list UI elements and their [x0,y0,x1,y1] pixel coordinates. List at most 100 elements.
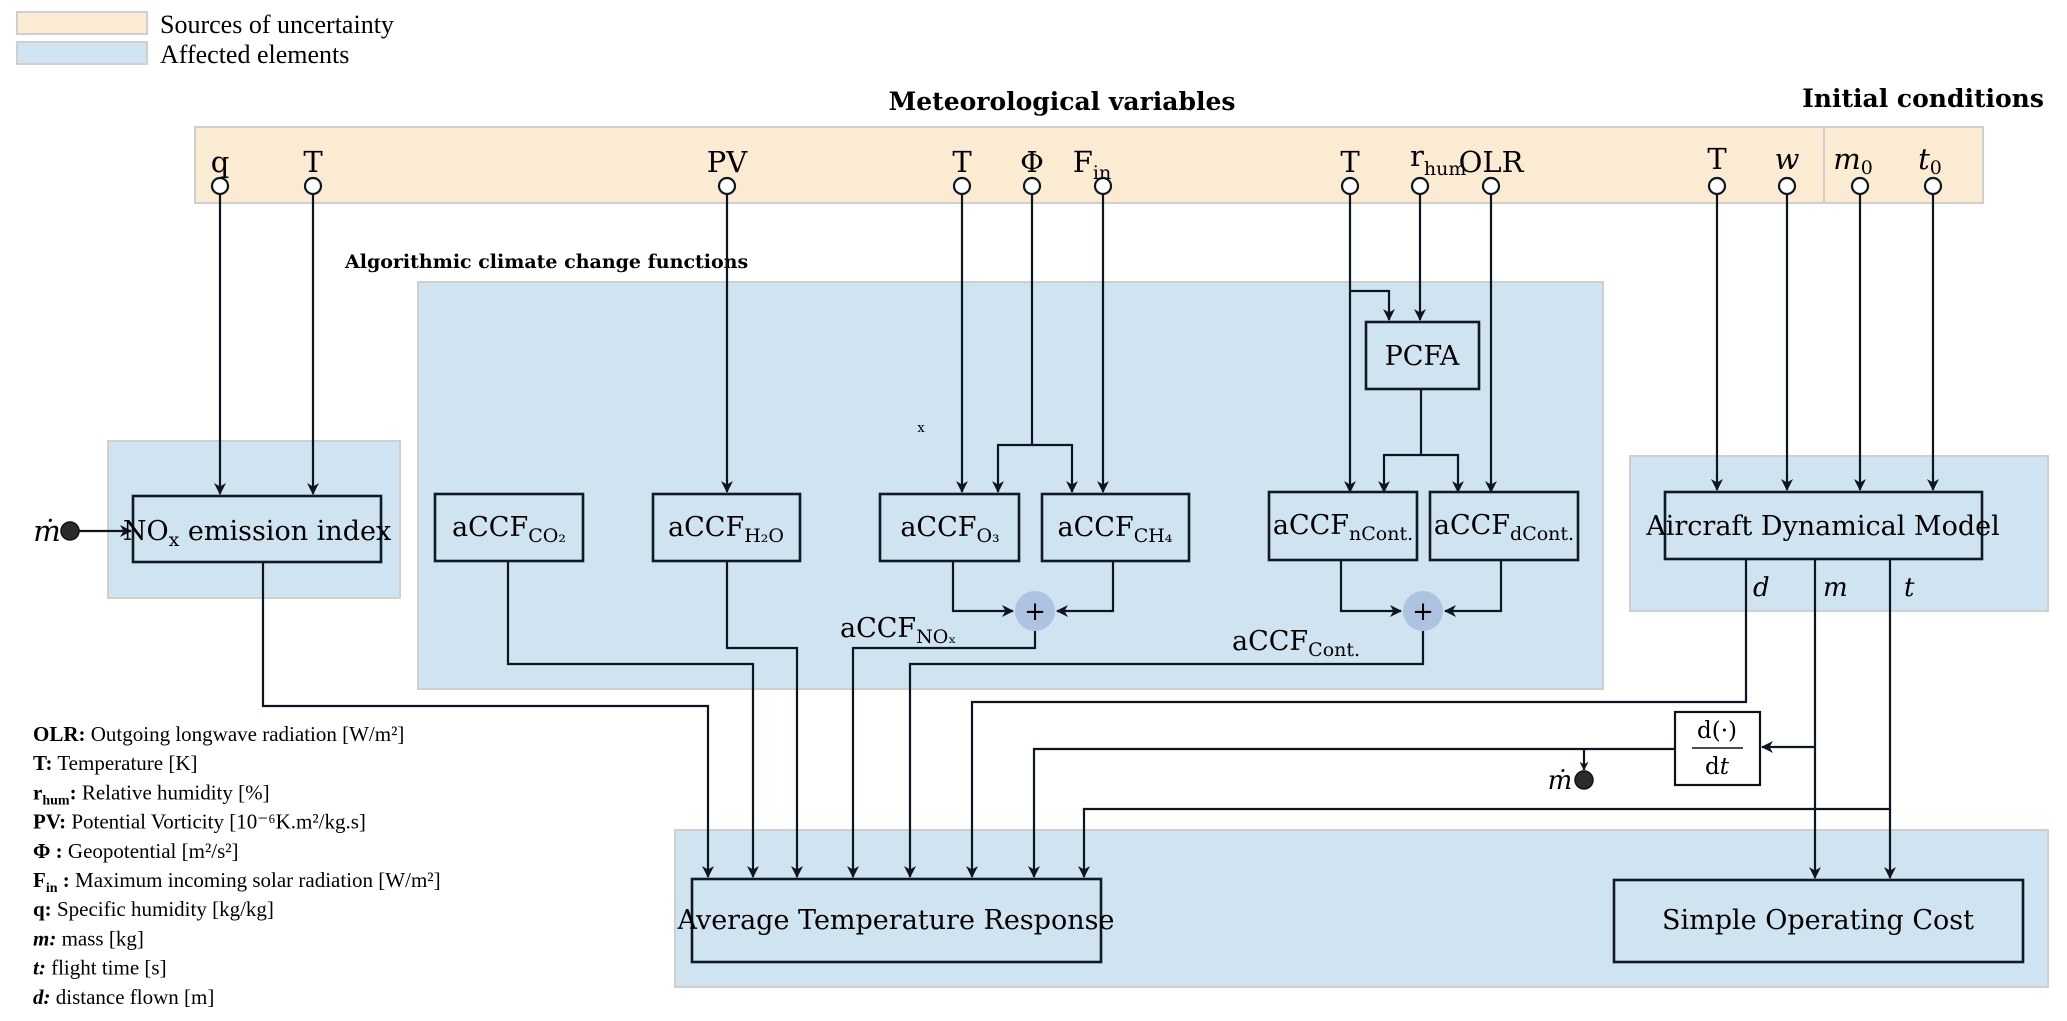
accf-ch4-block[interactable]: aCCFCH₄ [1040,492,1191,563]
simple-operating-cost-label: Simple Operating Cost [1662,905,1974,936]
simple-operating-cost-block[interactable]: Simple Operating Cost [1612,878,2025,964]
input-label-t0-sub: 0 [1930,157,1942,179]
accf-ncont-main: aCCF [1273,510,1349,541]
glossary-key-tail: : [70,780,77,804]
accf-o3-block[interactable]: aCCFO₃ [878,492,1021,563]
input-label-rhum-main: r [1410,139,1424,173]
glossary-key: m: [33,926,56,950]
heading-accf-group: Algorithmic climate change functions [344,251,748,273]
glossary-description: flight time [s] [46,956,167,980]
accf-nox-output-main: aCCF [840,613,916,644]
mdot-input-label: ṁ [33,514,61,548]
mdot-input-dot [60,521,80,541]
port-q [210,176,230,196]
input-label-q: q [211,145,230,179]
nox-label-main: NO [123,516,169,547]
glossary-key-subscript: in [46,881,58,896]
pcfa-block[interactable]: PCFA [1364,320,1481,391]
glossary-key-tail: : [58,868,70,892]
wire-pcfa-to-ncont [1378,389,1423,493]
port-m0 [1850,176,1870,196]
glossary-key-subscript: hum [42,793,70,808]
nox-emission-index-box[interactable] [131,494,383,564]
wire-d-to-atr [966,559,1748,878]
wire-derivative-to-atr [1028,747,1675,878]
glossary-description: Outgoing longwave radiation [W/m²] [86,722,405,746]
accf-h2o-box[interactable] [651,492,802,563]
port-fin [1093,176,1113,196]
port-T-o3 [952,176,972,196]
wire-accf-cont-to-atr [904,631,1425,878]
nox-label-sub: x [169,529,180,551]
wires [79,194,1939,879]
port-pv [717,176,737,196]
wire-t-to-atr [1078,807,1890,878]
glossary-entry: rhum: Relative humidity [%] [33,780,270,808]
glossary: OLR: Outgoing longwave radiation [W/m²]T… [33,722,441,1009]
derivative-block[interactable]: d(·) dt [1673,710,1762,787]
accf-cont-output-sub: Cont. [1308,639,1360,661]
glossary-entry: Φ : Geopotential [m²/s²] [33,839,239,863]
simple-operating-cost-box[interactable] [1612,878,2025,964]
glossary-entry: d: distance flown [m] [33,985,214,1009]
plus-icon: + [1024,597,1046,627]
pcfa-box[interactable] [1364,320,1481,391]
aircraft-dynamical-model-block[interactable]: Aircraft Dynamical Model [1645,490,2000,561]
aircraft-dynamical-model-box[interactable] [1663,490,1984,561]
glossary-entry: q: Specific humidity [kg/kg] [33,897,274,921]
accf-co2-label: aCCFCO₂ [452,512,566,547]
port-olr [1481,176,1501,196]
glossary-description: Relative humidity [%] [77,780,270,804]
accf-h2o-block[interactable]: aCCFH₂O [651,492,802,563]
accf-dcont-block[interactable]: aCCFdCont. [1428,490,1580,562]
glossary-description: mass [kg] [56,926,144,950]
wire-dcont-to-plus [1444,561,1503,617]
accf-h2o-sub: H₂O [744,525,784,547]
glossary-entry: Fin : Maximum incoming solar radiation [… [33,868,441,896]
legend-swatch-uncertainty [16,11,148,35]
input-label-t0: t0 [1918,142,1942,179]
accf-ncont-box[interactable] [1267,490,1419,562]
accf-ch4-main: aCCF [1058,512,1134,543]
accf-ch4-box[interactable] [1040,492,1191,563]
derivative-denominator: dt [1705,754,1730,780]
accf-co2-main: aCCF [452,512,528,543]
accf-nox-output-label: aCCFNOₓ [840,613,956,648]
input-label-m0-main: m [1833,142,1861,176]
accf-dcont-main: aCCF [1434,510,1510,541]
glossary-entry: T: Temperature [K] [33,751,198,775]
heading-meteorological-variables: Meteorological variables [889,87,1236,116]
glossary-entry: t: flight time [s] [33,956,167,980]
accf-co2-sub: CO₂ [528,525,566,547]
glossary-description: distance flown [m] [51,985,215,1009]
accf-ch4-label: aCCFCH₄ [1058,512,1173,547]
input-label-rhum: rhum [1410,139,1466,180]
glossary-key: t: [33,956,46,980]
legend-swatch-affected [16,41,148,65]
accf-co2-box[interactable] [433,492,585,563]
input-label-t0-main: t [1918,142,1930,176]
accf-dcont-box[interactable] [1428,490,1580,562]
glossary-description: Temperature [K] [52,751,197,775]
accf-ncont-block[interactable]: aCCFnCont. [1267,490,1419,562]
stray-x-mark: x [917,421,925,436]
accf-dcont-sub: dCont. [1510,523,1574,545]
derivative-numerator: d(·) [1697,718,1737,744]
average-temperature-response-box[interactable] [690,877,1103,964]
accf-ncont-sub: nCont. [1349,523,1413,545]
accf-dcont-label: aCCFdCont. [1434,510,1574,545]
wire-ncont-to-plus [1339,561,1402,617]
accf-cont-output-label: aCCFCont. [1232,626,1360,661]
input-label-T-o3: T [952,145,972,179]
input-label-m0: m0 [1833,142,1873,179]
wire-h2o-to-atr [725,561,803,878]
accf-co2-block[interactable]: aCCFCO₂ [433,492,585,563]
input-label-phi: Φ [1020,145,1044,179]
glossary-description: Specific humidity [kg/kg] [52,897,274,921]
legend-label-affected: Affected elements [160,40,349,69]
accf-o3-box[interactable] [878,492,1021,563]
average-temperature-response-block[interactable]: Average Temperature Response [677,877,1115,964]
port-t0 [1923,176,1943,196]
nox-emission-index-block[interactable]: NOx emission index [123,494,391,564]
